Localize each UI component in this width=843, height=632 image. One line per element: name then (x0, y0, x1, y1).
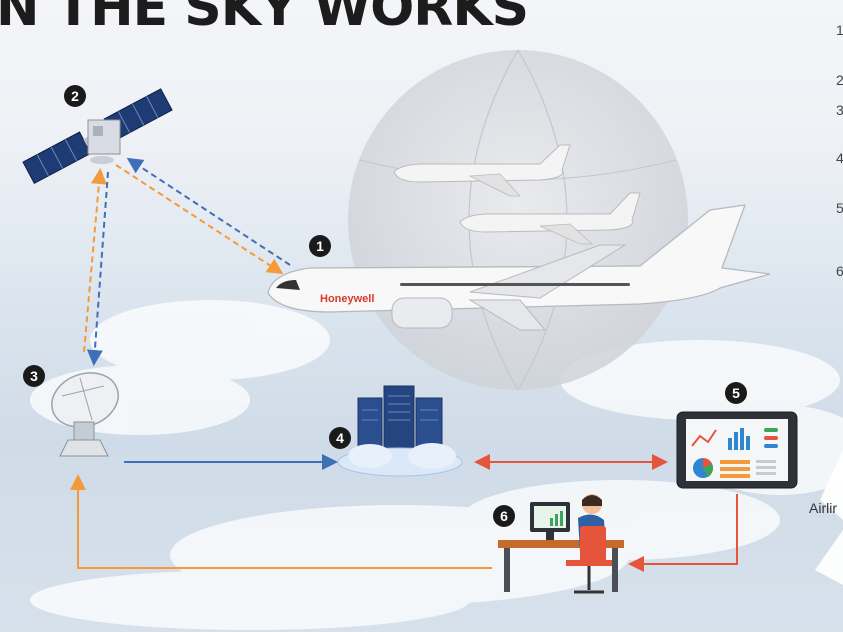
airline-label: Airlir (809, 500, 837, 516)
brand-text: Honeywell (320, 293, 374, 305)
aircraft-icon (267, 204, 771, 331)
page-title: N THE SKY WORKS (0, 0, 529, 38)
cloud-server-icon (337, 385, 463, 477)
step-badge-1: 1 (309, 235, 331, 257)
side-step-6: 6 (836, 263, 843, 279)
ground-antenna-icon (51, 372, 119, 457)
side-step-3: 3 (836, 102, 843, 118)
link-aircraft-to-satellite (126, 157, 291, 266)
side-step-1: 1 (836, 22, 843, 38)
step-badge-2: 2 (64, 85, 86, 107)
step-badge-6: 6 (493, 505, 515, 527)
link-ground-to-satellite (83, 168, 107, 353)
step-badge-5: 5 (725, 382, 747, 404)
aircraft-small-top (393, 144, 571, 197)
side-step-5: 5 (836, 200, 843, 216)
aircraft-small-middle (459, 192, 641, 245)
link-tablet-to-operator (628, 494, 738, 572)
link-operator-to-antenna (70, 474, 492, 569)
satellite-icon (22, 88, 173, 185)
step-badge-3: 3 (23, 365, 45, 387)
partial-aircraft-right (815, 450, 843, 585)
side-step-4: 4 (836, 150, 843, 166)
step-badge-4: 4 (329, 427, 351, 449)
link-satellite-to-aircraft (115, 164, 284, 275)
airline-operator-icon (498, 494, 624, 594)
link-satellite-to-ground (86, 171, 109, 366)
side-step-2: 2 (836, 72, 843, 88)
tablet-dashboard-icon (676, 411, 798, 489)
